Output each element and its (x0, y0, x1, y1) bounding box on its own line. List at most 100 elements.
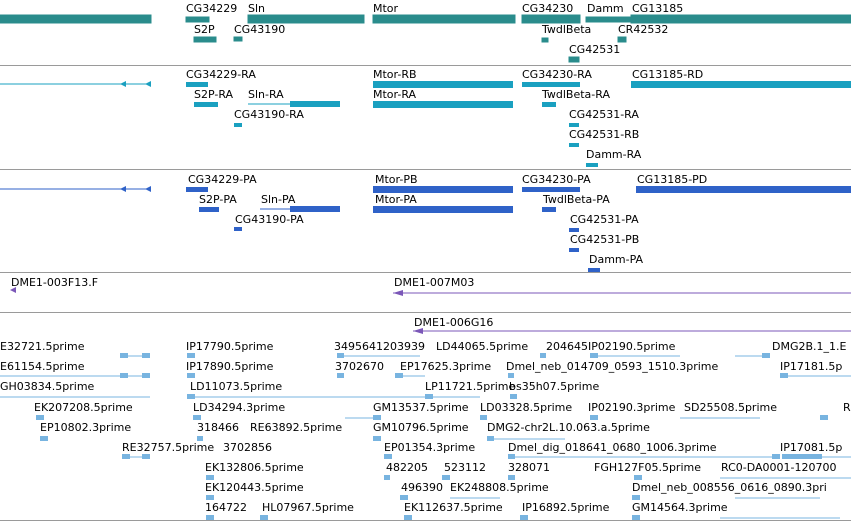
est-label[interactable]: 204645 (546, 340, 588, 353)
transcript-glyph[interactable] (234, 123, 242, 127)
protein-label[interactable]: CG34230-PA (522, 173, 591, 186)
gene-glyph[interactable] (568, 56, 580, 63)
gene-label[interactable]: Mtor (373, 2, 399, 15)
transcript-label[interactable]: CG42531-RB (569, 128, 640, 141)
est-label[interactable]: IP17890.5prime (186, 360, 274, 373)
transcript-glyph[interactable] (290, 101, 340, 107)
gene-label[interactable]: CG42531 (569, 43, 621, 56)
est-label[interactable]: E32721.5prime (0, 340, 85, 353)
est-label[interactable]: DMG2-chr2L.10.063.a.5prime (487, 421, 650, 434)
protein-label[interactable]: S2P-PA (199, 193, 237, 206)
protein-label[interactable]: CG43190-PA (235, 213, 304, 226)
transcript-label[interactable]: S2P-RA (194, 88, 234, 101)
est-label[interactable]: GM13537.5prime (373, 401, 469, 414)
clone-glyph[interactable] (393, 290, 403, 296)
protein-glyph[interactable] (373, 206, 513, 213)
est-label[interactable]: 523112 (444, 461, 486, 474)
gene-label[interactable]: Damm (587, 2, 624, 15)
protein-glyph[interactable] (636, 186, 851, 193)
transcript-label[interactable]: TwdlBeta-RA (542, 88, 610, 101)
transcript-label[interactable]: Damm-RA (586, 148, 642, 161)
transcript-glyph[interactable] (522, 82, 580, 87)
transcript-glyph[interactable] (586, 163, 598, 167)
est-label[interactable]: DMG2B.1_1.E (772, 340, 847, 353)
protein-label[interactable]: CG13185-PD (637, 173, 708, 186)
transcript-arrow[interactable] (120, 81, 126, 87)
est-label[interactable]: EP01354.3prime (384, 441, 476, 454)
transcript-label[interactable]: CG42531-RA (569, 108, 639, 121)
gene-glyph[interactable] (617, 36, 627, 43)
est-label[interactable]: EK120443.5prime (205, 481, 304, 494)
protein-label[interactable]: TwdlBeta-PA (543, 193, 610, 206)
protein-label[interactable]: CG34229-PA (188, 173, 257, 186)
protein-label[interactable]: Sln-PA (261, 193, 296, 206)
transcript-arrow[interactable] (145, 81, 151, 87)
est-label[interactable]: IP17790.5prime (186, 340, 274, 353)
est-label[interactable]: LD03328.5prime (480, 401, 573, 414)
gene-label[interactable]: TwdlBeta (542, 23, 592, 36)
gene-label[interactable]: CG13185 (632, 2, 684, 15)
transcript-label[interactable]: Sln-RA (248, 88, 284, 101)
protein-glyph[interactable] (542, 207, 556, 212)
transcript-glyph[interactable] (569, 123, 579, 127)
gene-glyph[interactable] (0, 14, 152, 24)
transcript-glyph[interactable] (373, 101, 513, 108)
gene-label[interactable]: CG43190 (234, 23, 286, 36)
est-label[interactable]: IP17181.5p (780, 360, 843, 373)
transcript-glyph[interactable] (373, 81, 513, 88)
gene-glyph[interactable] (233, 36, 243, 42)
clone-label[interactable]: DME1-003F13.F (11, 276, 99, 289)
est-label[interactable]: EP17625.3prime (400, 360, 492, 373)
est-label[interactable]: 318466 (197, 421, 239, 434)
est-label[interactable]: IP02190.3prime (588, 401, 676, 414)
est-label[interactable]: Dmel_neb_014709_0593_1510.3prime (506, 360, 719, 373)
gene-glyph[interactable] (185, 16, 210, 23)
protein-glyph[interactable] (186, 187, 208, 192)
transcript-label[interactable]: CG34230-RA (522, 68, 592, 81)
est-label[interactable]: 496390 (401, 481, 443, 494)
gene-label[interactable]: CG34229 (186, 2, 238, 15)
protein-label[interactable]: Mtor-PB (375, 173, 418, 186)
gene-glyph[interactable] (521, 14, 581, 24)
est-label[interactable]: 328071 (508, 461, 550, 474)
clone-label[interactable]: DME1-006G16 (414, 316, 494, 329)
est-label[interactable]: 482205 (386, 461, 428, 474)
transcript-glyph[interactable] (194, 102, 218, 107)
transcript-label[interactable]: CG43190-RA (234, 108, 304, 121)
est-label[interactable]: EK248808.5prime (450, 481, 549, 494)
protein-glyph[interactable] (569, 228, 579, 232)
protein-glyph[interactable] (199, 207, 219, 212)
transcript-label[interactable]: Mtor-RA (373, 88, 417, 101)
gene-glyph[interactable] (372, 14, 516, 24)
transcript-glyph[interactable] (631, 81, 851, 88)
clone-label[interactable]: DME1-007M03 (394, 276, 475, 289)
est-label[interactable]: 164722 (205, 501, 247, 514)
est-label[interactable]: RE32757.5prime (122, 441, 215, 454)
gene-glyph[interactable] (630, 14, 851, 24)
est-label[interactable]: Dmel_neb_008556_0616_0890.3pri (632, 481, 827, 494)
transcript-label[interactable]: CG34229-RA (186, 68, 256, 81)
protein-glyph[interactable] (234, 227, 242, 231)
transcript-glyph[interactable] (542, 102, 556, 107)
est-label[interactable]: bs35h07.5prime (509, 380, 600, 393)
est-label[interactable]: FGH127F05.5prime (594, 461, 701, 474)
est-label[interactable]: EK132806.5prime (205, 461, 304, 474)
est-label[interactable]: GH03834.5prime (0, 380, 95, 393)
est-label[interactable]: RC0-DA0001-120700 (721, 461, 837, 474)
gene-glyph[interactable] (541, 37, 549, 43)
transcript-glyph[interactable] (569, 143, 579, 147)
gene-label[interactable]: Sln (248, 2, 266, 15)
est-label[interactable]: R (843, 401, 851, 414)
est-label[interactable]: EK207208.5prime (34, 401, 133, 414)
est-label[interactable]: GM14564.3prime (632, 501, 728, 514)
gene-glyph[interactable] (247, 14, 365, 24)
est-glyph[interactable] (120, 353, 128, 358)
clone-glyph[interactable] (413, 328, 423, 334)
est-label[interactable]: GM10796.5prime (373, 421, 469, 434)
gene-glyph[interactable] (585, 16, 631, 23)
gene-label[interactable]: CG34230 (522, 2, 574, 15)
transcript-label[interactable]: Mtor-RB (373, 68, 417, 81)
protein-arrow[interactable] (120, 186, 126, 192)
gene-glyph[interactable] (193, 36, 217, 43)
est-label[interactable]: LD34294.3prime (193, 401, 286, 414)
